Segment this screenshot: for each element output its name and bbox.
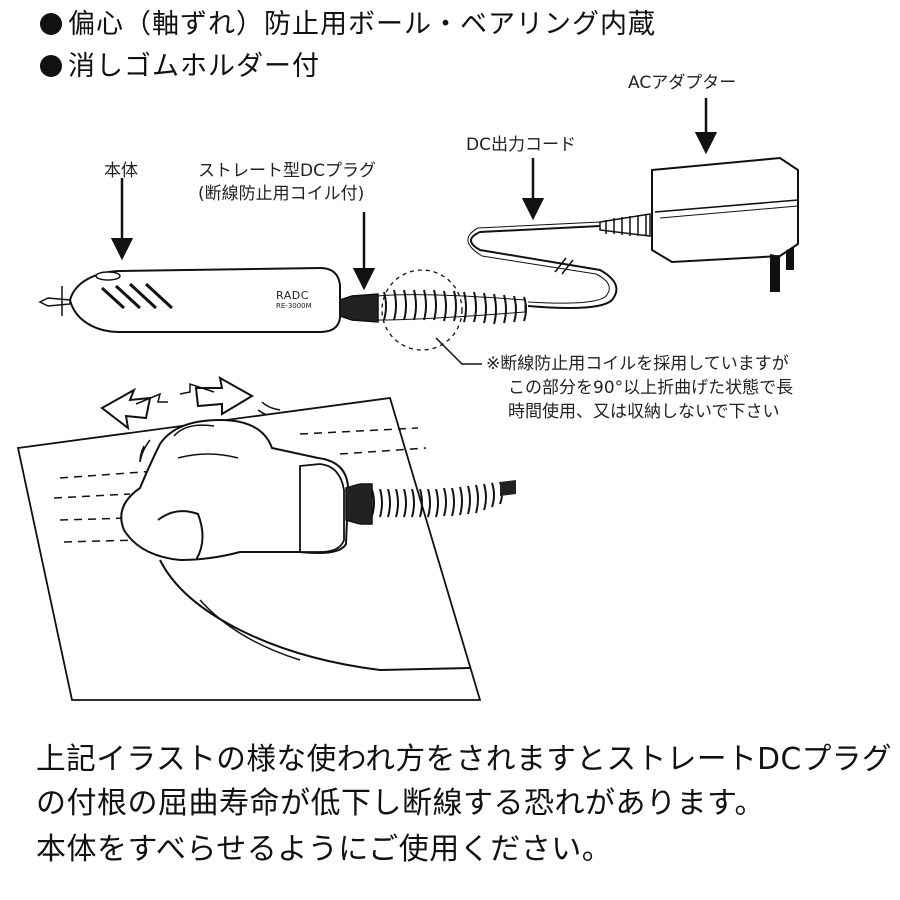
straight-dc-plug: [339, 269, 527, 351]
footer-line2: の付根の屈曲寿命が低下し断線する恐れがあります。: [36, 786, 765, 821]
arrow-right-icon: [179, 376, 281, 419]
feature-eraser-holder: 消しゴムホルダー付: [40, 50, 320, 84]
device-body: [38, 266, 341, 333]
illustration: [16, 98, 799, 701]
caution-note-line1: ※断線防止用コイルを採用していますが: [486, 354, 789, 374]
feature-ball-bearing: 偏心（軸ずれ）防止用ボール・ベアリング内蔵: [40, 8, 656, 42]
footer-line3: 本体をすべらせるようにご使用ください。: [36, 832, 613, 867]
label-body: 本体: [104, 161, 138, 181]
bullet-icon: [40, 55, 62, 77]
device-model: RE-3000M: [276, 302, 312, 310]
dc-output-cord: [470, 225, 618, 309]
label-adapter: ACアダプター: [628, 73, 737, 93]
caution-zone-circle: [381, 269, 463, 351]
ac-adapter: [651, 156, 799, 292]
arrow-left-icon: [100, 387, 168, 431]
caution-note-line2: この部分を90°以上折曲げた状態で長: [508, 378, 794, 398]
feature-text: 消しゴムホルダー付: [68, 51, 320, 82]
footer-line1: 上記イラストの様な使われ方をされますとストレートDCプラグ: [36, 742, 893, 777]
feature-text: 偏心（軸ずれ）防止用ボール・ベアリング内蔵: [68, 9, 656, 40]
label-plug-line2: (断線防止用コイル付): [198, 184, 365, 204]
label-plug-line1: ストレート型DCプラグ: [198, 161, 376, 181]
bullet-icon: [40, 13, 62, 35]
label-cord: DC出力コード: [466, 135, 576, 155]
device-brand: RADC: [276, 289, 309, 302]
caution-note-line3: 時間使用、又は収納しないで下さい: [508, 402, 780, 422]
hand-holding-tool: [120, 418, 516, 672]
